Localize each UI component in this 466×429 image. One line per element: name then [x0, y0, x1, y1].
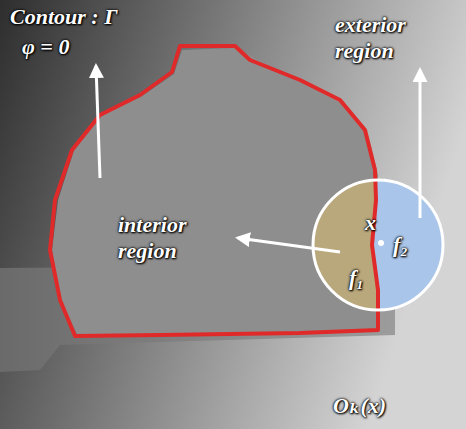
math-symbol: f₂: [393, 232, 408, 258]
math-symbol: x: [365, 210, 376, 236]
contour-line: [50, 46, 378, 336]
math-symbol: Oₖ(x): [333, 393, 386, 419]
leader-arrow: [96, 66, 100, 178]
region-label: φ = 0: [22, 34, 122, 60]
neighborhood-circle: xf₁f₂Oₖ(x): [313, 180, 443, 310]
object-region: [52, 48, 380, 336]
circle-outline: [313, 180, 443, 310]
region-label: Contour : Γ: [10, 4, 210, 30]
region-label: exterior region: [335, 12, 445, 64]
leader-arrow: [238, 238, 340, 252]
point-dot: [378, 240, 384, 246]
math-symbol: f₁: [349, 265, 364, 291]
region-label: interior region: [118, 212, 230, 264]
